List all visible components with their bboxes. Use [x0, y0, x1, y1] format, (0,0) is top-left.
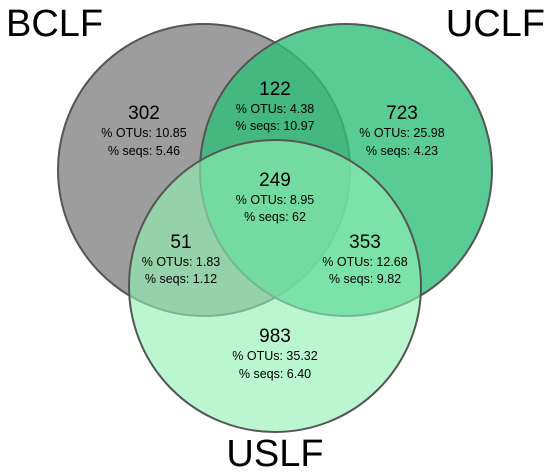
bclf-label: BCLF — [6, 3, 103, 45]
region-otus: % OTUs: 1.83 — [142, 255, 221, 269]
region-count: 249 — [259, 170, 291, 191]
region-bclf-uclf: 122 % OTUs: 4.38 % seqs: 10.97 — [235, 79, 314, 133]
region-count: 302 — [128, 103, 160, 124]
region-bclf-only: 302 % OTUs: 10.85 % seqs: 5.46 — [101, 103, 186, 158]
region-otus: % OTUs: 8.95 — [236, 193, 315, 207]
uclf-label: UCLF — [446, 3, 545, 45]
region-count: 983 — [259, 326, 291, 347]
region-uslf-only: 983 % OTUs: 35.32 % seqs: 6.40 — [232, 326, 317, 381]
region-count: 723 — [386, 103, 418, 124]
region-count: 353 — [349, 232, 381, 253]
region-bclf-uslf: 51 % OTUs: 1.83 % seqs: 1.12 — [142, 232, 221, 286]
region-seqs: % seqs: 10.97 — [235, 119, 314, 133]
region-otus: % OTUs: 10.85 — [101, 126, 186, 140]
region-otus: % OTUs: 35.32 — [232, 349, 317, 363]
region-count: 51 — [170, 232, 191, 253]
region-all-three: 249 % OTUs: 8.95 % seqs: 62 — [236, 170, 315, 224]
region-seqs: % seqs: 5.46 — [108, 144, 180, 158]
region-seqs: % seqs: 1.12 — [145, 272, 217, 286]
region-uclf-only: 723 % OTUs: 25.98 % seqs: 4.23 — [359, 103, 444, 158]
region-otus: % OTUs: 12.68 — [322, 255, 407, 269]
region-count: 122 — [259, 79, 291, 100]
region-otus: % OTUs: 25.98 — [359, 126, 444, 140]
region-seqs: % seqs: 9.82 — [329, 272, 401, 286]
region-otus: % OTUs: 4.38 — [236, 102, 315, 116]
region-seqs: % seqs: 6.40 — [239, 367, 311, 381]
region-uclf-uslf: 353 % OTUs: 12.68 % seqs: 9.82 — [322, 232, 407, 286]
region-seqs: % seqs: 62 — [244, 210, 306, 224]
uslf-label: USLF — [226, 433, 323, 474]
uslf-circle — [128, 139, 422, 433]
region-seqs: % seqs: 4.23 — [366, 144, 438, 158]
